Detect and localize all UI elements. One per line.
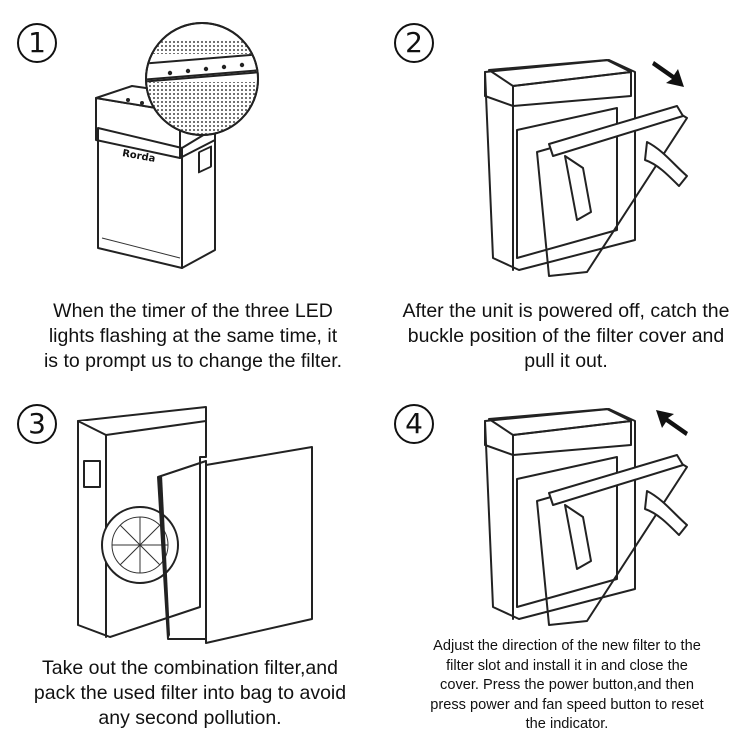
step-number-1: 1	[17, 23, 57, 63]
step-3-caption: Take out the combination filter,and pack…	[33, 657, 347, 729]
step-4-caption: Adjust the direction of the new filter t…	[430, 638, 704, 732]
step-1-panel: 1 Rorda	[0, 0, 377, 377]
pull-filter-cover-illustration	[484, 59, 688, 277]
step-1-caption: When the timer of the three LED lights f…	[43, 300, 343, 372]
close-filter-cover-illustration	[484, 408, 688, 626]
filter-removed-illustration	[77, 406, 313, 644]
step-4-panel: 4 Adjust the direction of the new filter…	[377, 377, 755, 755]
step-3-panel: 3 Take out the combination filter,and pa…	[0, 377, 377, 755]
step-number-4: 4	[394, 404, 434, 444]
air-purifier-illustration	[95, 22, 259, 269]
step-2-panel: 2 After the unit is powered off, catch t…	[377, 0, 755, 377]
step-2-caption: After the unit is powered off, catch the…	[402, 300, 730, 372]
step-number-3: 3	[17, 404, 57, 444]
step-number-2: 2	[394, 23, 434, 63]
arrow-up-left-icon	[656, 410, 688, 436]
arrow-down-right-icon	[652, 61, 684, 87]
